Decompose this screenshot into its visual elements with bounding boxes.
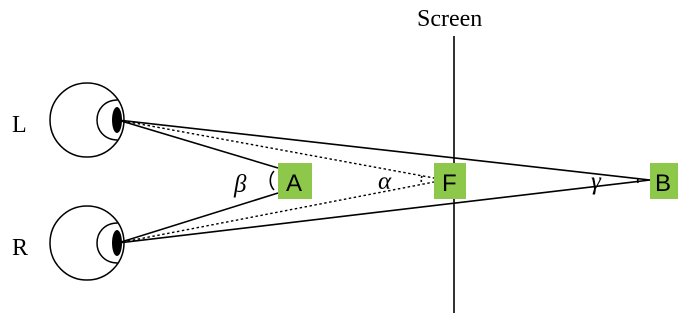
angle-beta-label: β	[233, 171, 247, 198]
right-eye-icon	[49, 205, 125, 281]
angle-alpha-arc	[420, 175, 423, 185]
left-to-f-sightline	[117, 119, 435, 179]
point-b: B	[650, 163, 678, 199]
left-eye-icon	[49, 82, 125, 158]
screen-label: Screen	[417, 6, 482, 32]
left-to-b-line	[117, 119, 651, 181]
point-a-label: A	[286, 170, 302, 197]
point-a: A	[278, 163, 312, 199]
right-to-a-line	[117, 192, 279, 244]
point-f: F	[434, 163, 466, 199]
right-eye-label: R	[12, 235, 28, 261]
left-to-a-line	[117, 119, 279, 169]
right-to-b-line	[117, 179, 651, 244]
angle-beta-arc	[269, 170, 275, 191]
left-eye-label: L	[12, 112, 27, 138]
angle-alpha-label: α	[378, 168, 392, 195]
angle-gamma-label: γ	[591, 168, 602, 195]
point-b-label: B	[655, 170, 671, 197]
right-to-f-sightline	[117, 181, 435, 244]
point-f-label: F	[442, 170, 457, 197]
